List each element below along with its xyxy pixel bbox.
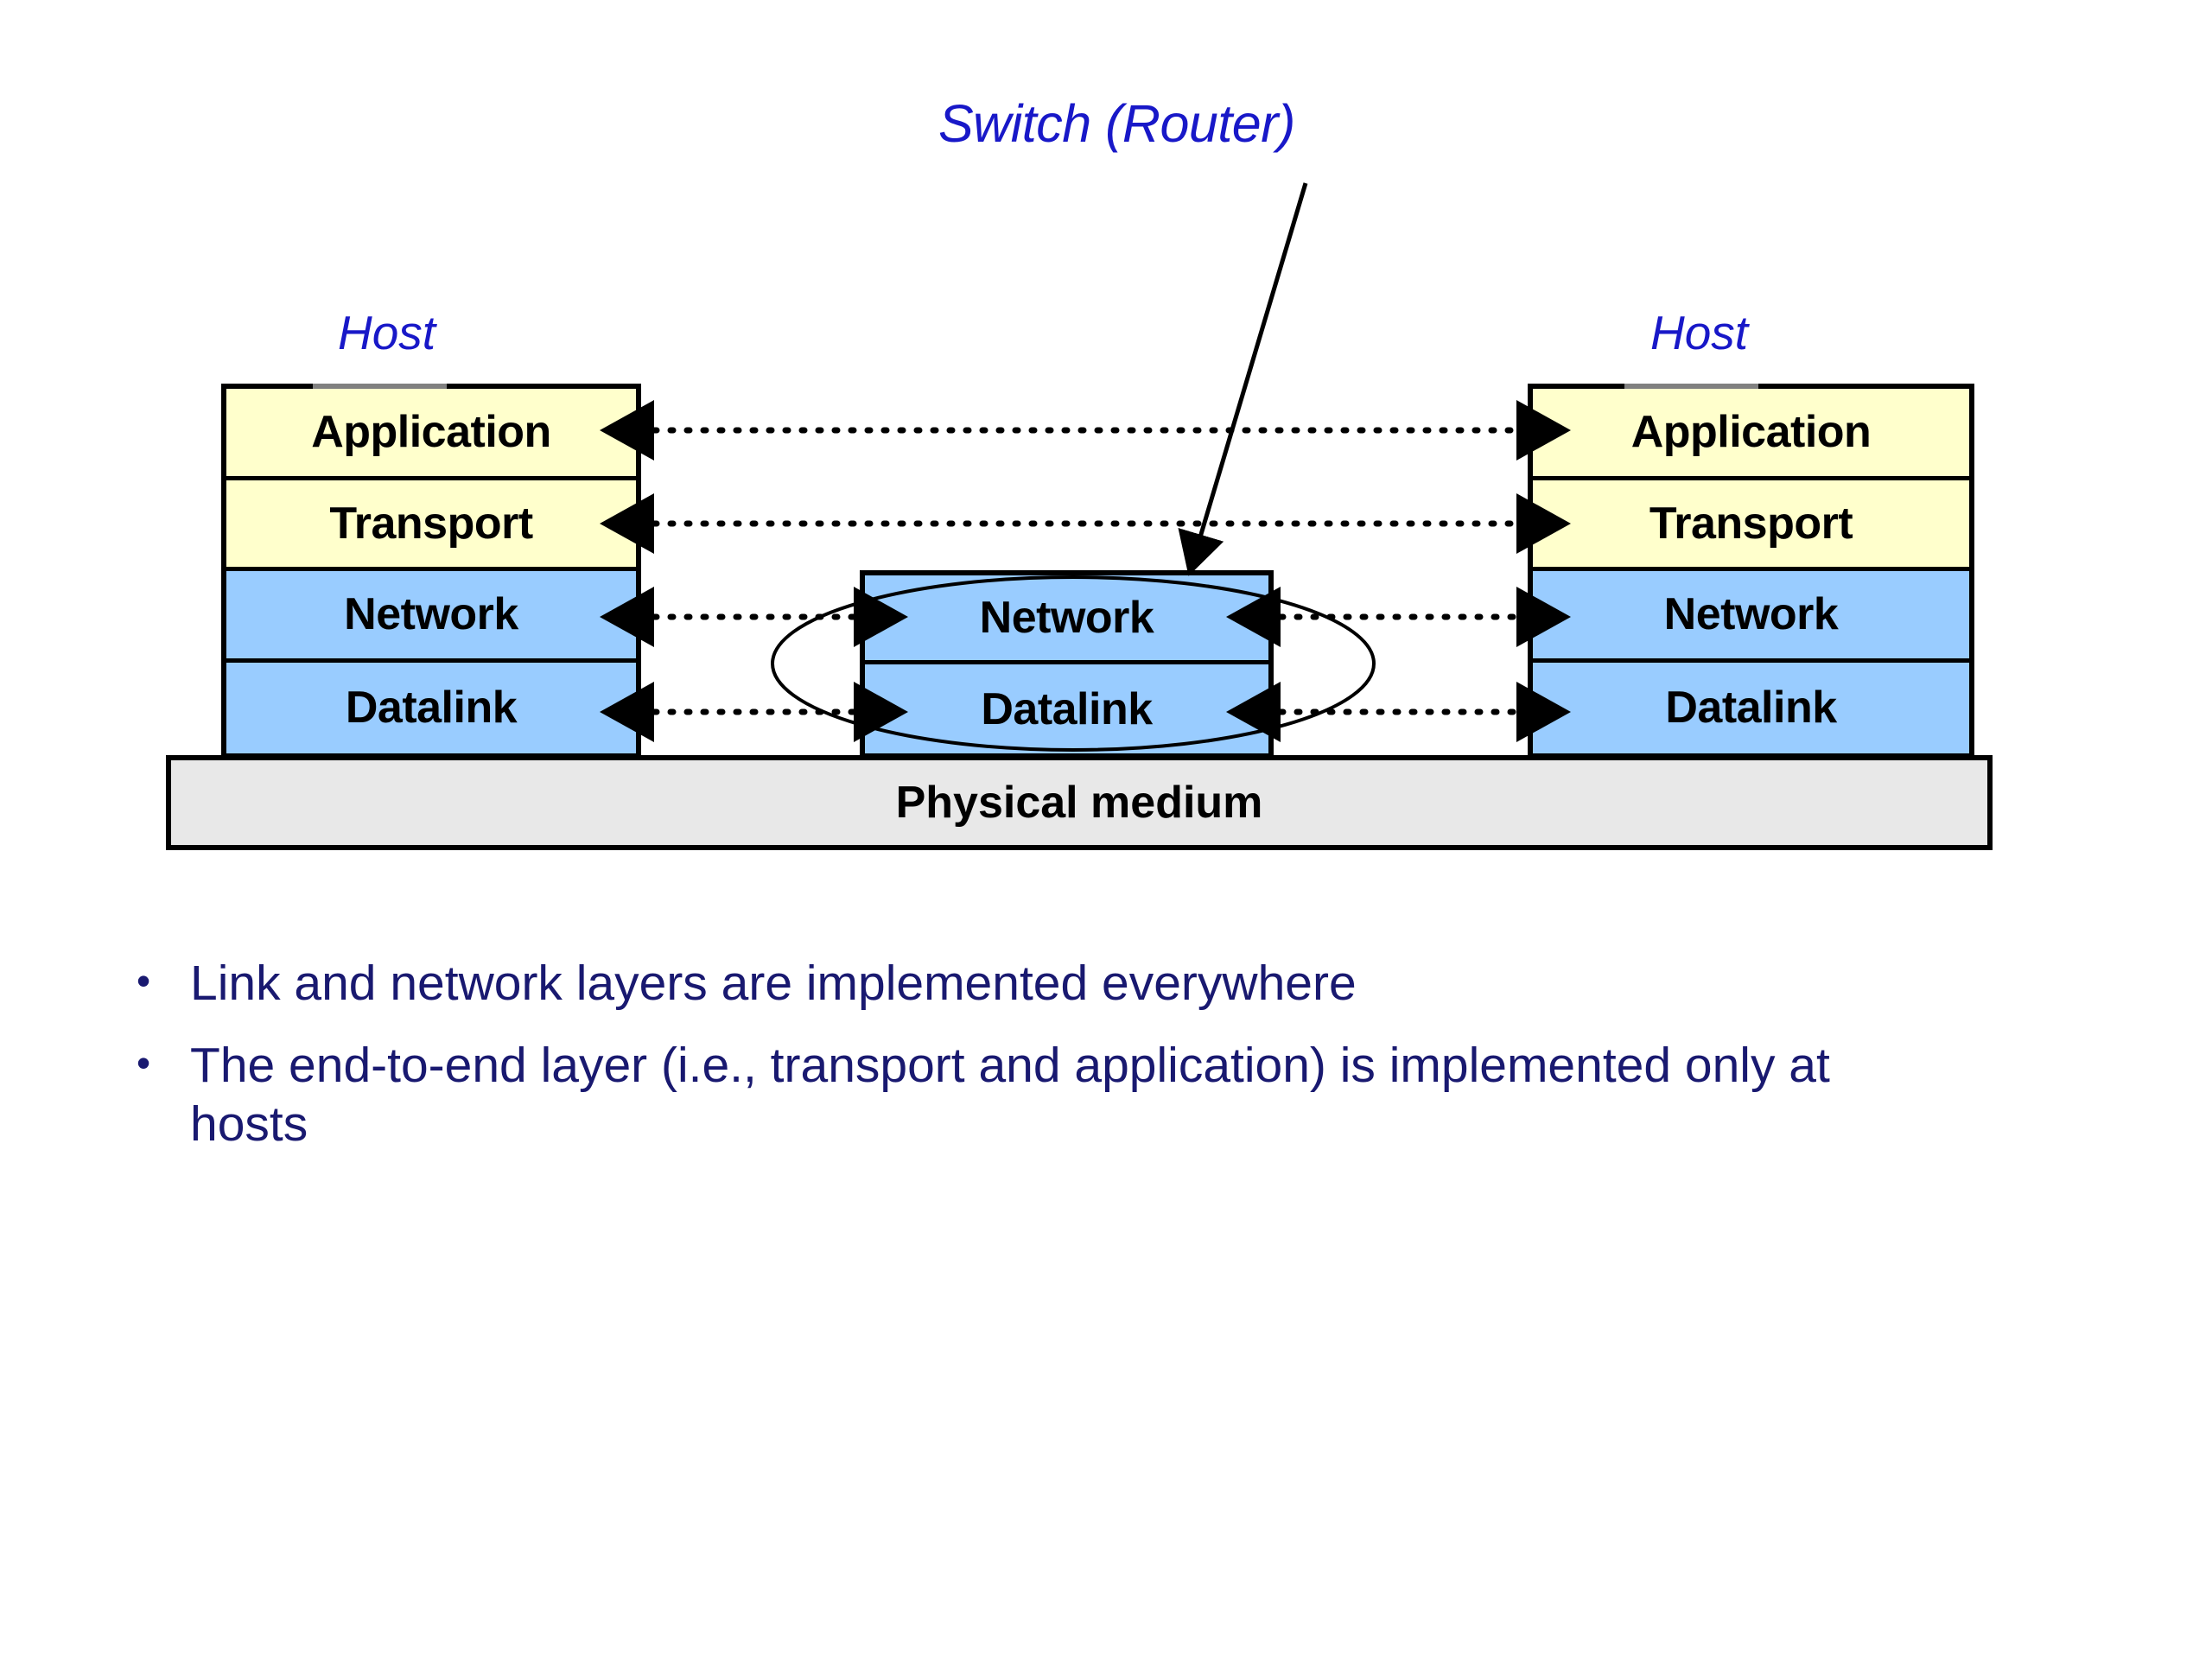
physical-medium-bar: Physical medium: [166, 755, 1993, 850]
host-left-label: Host: [338, 306, 436, 359]
host-right-layer-transport: Transport: [1533, 480, 1969, 571]
bullet-text-1: Link and network layers are implemented …: [190, 956, 1357, 1011]
host-right-label: Host: [1650, 306, 1749, 359]
host-left-layer-application: Application: [226, 389, 636, 480]
bullet-item-1: • Link and network layers are implemente…: [130, 955, 2031, 1013]
switch-callout-leader-line: [1178, 182, 1308, 576]
host-right-top-border-nick: [1624, 384, 1758, 389]
host-left-layer-network: Network: [226, 571, 636, 663]
host-left-layer-datalink: Datalink: [226, 662, 636, 753]
bullet-marker-icon: •: [137, 1040, 151, 1086]
switch-layer-network: Network: [865, 575, 1268, 664]
host-right-stack: Application Transport Network Datalink: [1528, 384, 1974, 759]
switch-router-stack: Network Datalink: [860, 570, 1274, 759]
switch-router-callout-label: Switch (Router): [938, 94, 1295, 153]
host-left-top-border-nick: [313, 384, 447, 389]
bullet-marker-icon: •: [137, 958, 151, 1003]
host-right-layer-network: Network: [1533, 571, 1969, 663]
host-right-layer-application: Application: [1533, 389, 1969, 480]
switch-layer-datalink: Datalink: [865, 664, 1268, 753]
host-left-layer-transport: Transport: [226, 480, 636, 571]
bullet-item-2: • The end-to-end layer (i.e., transport …: [130, 1037, 2031, 1153]
host-left-stack: Application Transport Network Datalink: [221, 384, 641, 759]
bullet-text-2: The end-to-end layer (i.e., transport an…: [190, 1038, 1830, 1152]
protocol-stack-diagram: Switch (Router) Host Host Application Tr…: [166, 94, 1993, 850]
host-right-layer-datalink: Datalink: [1533, 662, 1969, 753]
bullet-list: • Link and network layers are implemente…: [130, 955, 2031, 1178]
